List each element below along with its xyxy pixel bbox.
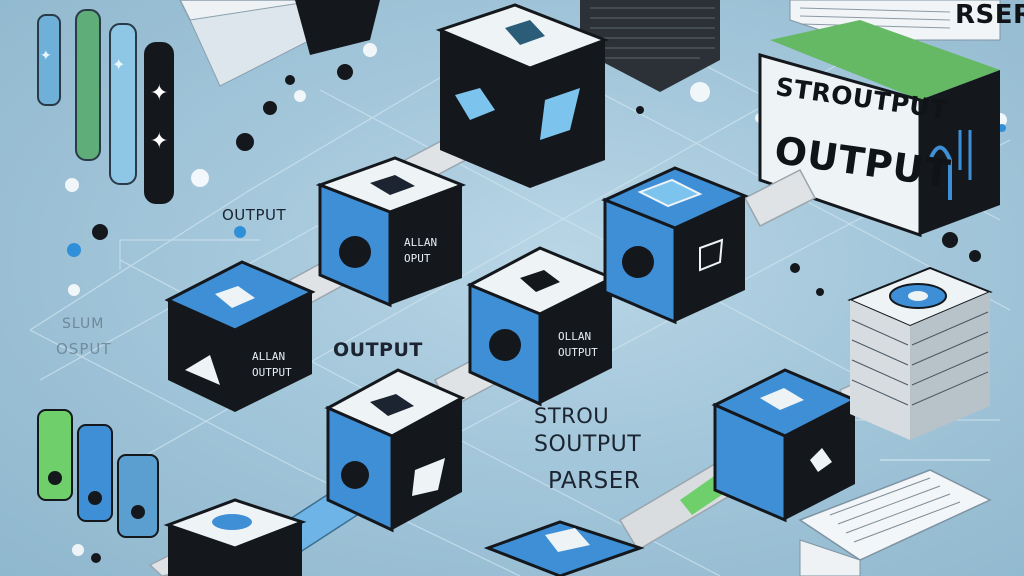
parser-label: PARSER: [548, 468, 641, 494]
cube-left: [164, 260, 316, 412]
cube-bottom-left: [324, 368, 466, 533]
scatter-blue-dots: [67, 124, 1006, 257]
striped-server: [847, 266, 993, 440]
scatter-dark-dots: [92, 64, 981, 296]
svg-text:✦: ✦: [112, 55, 125, 74]
svg-text:✦: ✦: [150, 81, 168, 106]
cube-top-center: [435, 3, 610, 188]
svg-text:✦: ✦: [150, 129, 168, 154]
output-label-center: OUTPUT: [333, 339, 423, 361]
blurred-label-line2: OSPUT: [56, 340, 112, 358]
paper-stack-top: [179, 0, 380, 87]
cube-center: [466, 246, 616, 407]
cube-face-text-c1: OLLAN: [558, 330, 592, 343]
output-label-small: OUTPUT: [222, 206, 287, 224]
cube-left-mid: [315, 156, 467, 308]
strou-label: STROU: [534, 404, 610, 428]
cube-bottom-center-partial: [483, 520, 645, 576]
top-right-partial-label: RSER: [955, 0, 1024, 30]
cube-face-text-b2: OUTPUT: [252, 366, 292, 379]
soutput-label: SOUTPUT: [534, 432, 642, 457]
blurred-label-line1: SLUM: [62, 316, 105, 332]
cell-bars: ✦ ✦ ✦ ✦: [37, 9, 174, 204]
cube-bottom-partial: [163, 498, 307, 576]
cube-center-right: [601, 166, 749, 325]
svg-text:✦: ✦: [40, 48, 52, 64]
cube-face-text-a2: OPUT: [404, 252, 431, 265]
cube-face-text-c2: OUTPUT: [558, 346, 598, 359]
paper-sheet-bottom-right: [798, 459, 992, 576]
striped-box: [580, 0, 720, 92]
cube-bottom-right: [711, 368, 859, 523]
cube-face-text-a1: ALLAN: [404, 236, 438, 249]
cube-face-text-b1: ALLAN: [252, 350, 286, 363]
device-cluster: [37, 409, 159, 563]
